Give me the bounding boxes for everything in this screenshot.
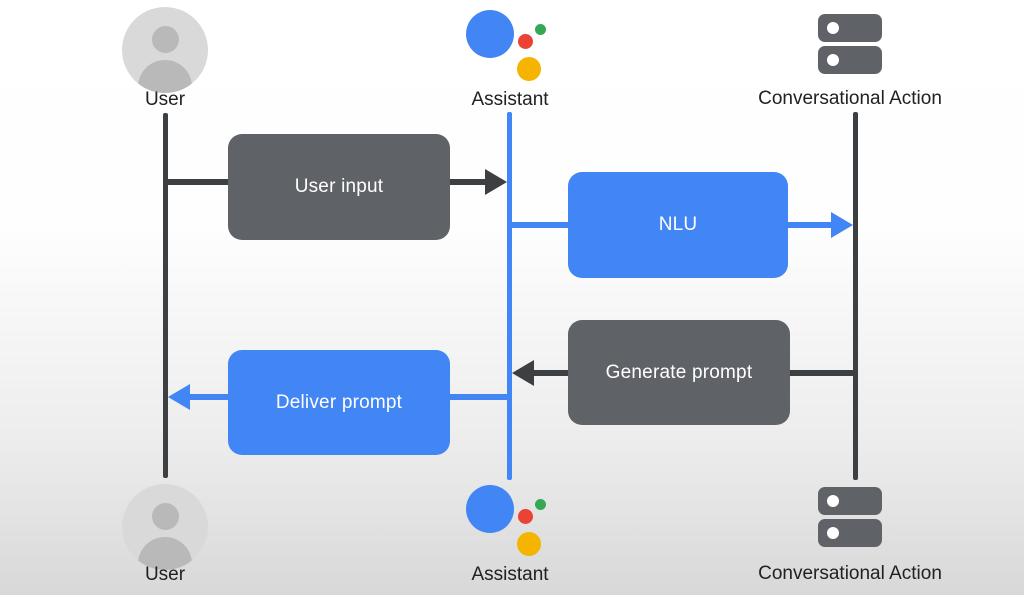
assistant-label-top: Assistant bbox=[471, 89, 549, 110]
avatar-head-shape bbox=[152, 26, 179, 53]
google-assistant-logo-icon bbox=[466, 10, 556, 92]
avatar-head-shape bbox=[152, 503, 179, 530]
assistant-green-dot-icon bbox=[535, 499, 546, 510]
server-row-top bbox=[818, 14, 882, 42]
assistant-green-dot-icon bbox=[535, 24, 546, 35]
assistant-blue-dot-icon bbox=[466, 485, 514, 533]
generate-prompt-box: Generate prompt bbox=[568, 320, 790, 425]
server-row-bottom bbox=[818, 46, 882, 74]
conversational-action-label-top: Conversational Action bbox=[758, 88, 942, 109]
server-dot-icon bbox=[827, 495, 839, 507]
assistant-lifeline bbox=[507, 112, 512, 480]
generate-prompt-arrowhead-icon bbox=[512, 360, 534, 386]
assistant-label-bottom: Assistant bbox=[471, 564, 549, 585]
server-stack-icon bbox=[818, 487, 882, 547]
server-stack-icon bbox=[818, 14, 882, 74]
user-label-top: User bbox=[144, 89, 186, 110]
google-assistant-logo-icon bbox=[466, 485, 556, 567]
user-input-box: User input bbox=[228, 134, 450, 240]
conversational-action-label-bottom: Conversational Action bbox=[758, 563, 942, 584]
assistant-red-dot-icon bbox=[518, 509, 533, 524]
deliver-prompt-label: Deliver prompt bbox=[275, 391, 403, 413]
nlu-label: NLU bbox=[658, 214, 698, 235]
server-dot-icon bbox=[827, 54, 839, 66]
assistant-blue-dot-icon bbox=[466, 10, 514, 58]
generate-prompt-label: Generate prompt bbox=[605, 361, 753, 383]
user-label-bottom: User bbox=[144, 564, 186, 585]
server-row-top bbox=[818, 487, 882, 515]
conversational-action-lifeline bbox=[853, 112, 858, 480]
server-dot-icon bbox=[827, 527, 839, 539]
user-avatar-icon bbox=[122, 484, 208, 570]
deliver-prompt-arrowhead-icon bbox=[168, 384, 190, 410]
server-dot-icon bbox=[827, 22, 839, 34]
assistant-red-dot-icon bbox=[518, 34, 533, 49]
user-lifeline bbox=[163, 113, 168, 478]
user-input-arrowhead-icon bbox=[485, 169, 507, 195]
deliver-prompt-box: Deliver prompt bbox=[228, 350, 450, 455]
nlu-box: NLU bbox=[568, 172, 788, 278]
assistant-yellow-dot-icon bbox=[517, 532, 541, 556]
user-avatar-icon bbox=[122, 7, 208, 93]
user-input-label: User input bbox=[294, 176, 384, 197]
server-row-bottom bbox=[818, 519, 882, 547]
nlu-arrowhead-icon bbox=[831, 212, 853, 238]
assistant-yellow-dot-icon bbox=[517, 57, 541, 81]
